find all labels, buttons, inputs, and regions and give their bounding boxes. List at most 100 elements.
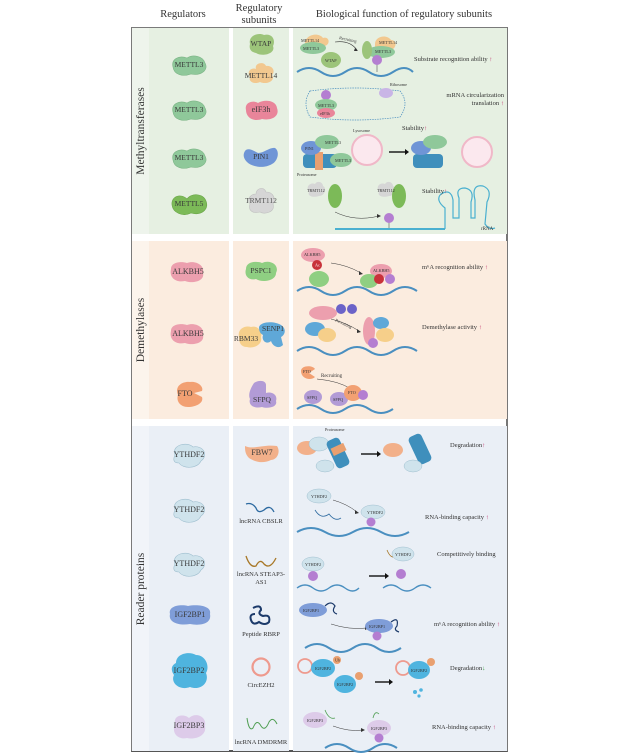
regulator-label: ALKBH5 — [172, 329, 204, 338]
diagram-label: METTL3 — [335, 158, 351, 163]
diagram-label: YTHDF2 — [395, 552, 411, 557]
subunit-label: METTL14 — [244, 71, 278, 80]
subunit-label: FBW7 — [251, 448, 273, 457]
protein-blob-ythdf2 — [173, 498, 205, 523]
diagram-rna-binding-cbslr: YTHDF2 YTHDF2 — [296, 488, 410, 537]
function-text: Degradation↓ — [450, 665, 486, 672]
increase-arrow-icon: ↑ — [492, 724, 496, 731]
header-regulators: Regulators — [160, 9, 206, 20]
protein-blob-mettl3 — [172, 55, 207, 76]
protein-blob-pin1 — [243, 147, 278, 167]
diagram-label: ALKBH5 — [373, 268, 390, 273]
increase-arrow-icon: ↑ — [500, 100, 504, 107]
protein-blob-wtap — [249, 34, 274, 55]
subunits-column — [233, 426, 289, 751]
subunit-label: Peptide RBRP — [242, 631, 280, 638]
increase-arrow-icon: ↑ — [484, 264, 488, 271]
protein-blob-alkbh5 — [170, 262, 204, 283]
diagram-label: SFPQ — [333, 397, 343, 402]
function-text: Competitively binding — [437, 551, 496, 558]
function-text: RNA-binding capacity ↑ — [432, 724, 496, 731]
protein-blob-fto — [177, 381, 203, 407]
diagram-label: Recruiting — [321, 374, 343, 379]
regulator-label: METTL5 — [174, 199, 204, 208]
decrease-arrow-icon: ↓ — [482, 665, 486, 672]
diagram-label: PIN1 — [305, 146, 314, 151]
diagram-label: IGF2BP2 — [337, 682, 353, 687]
diagram-label: METTL3 — [303, 46, 319, 51]
protein-blob-mettl14 — [248, 63, 274, 84]
figure-frame: Methyltransferases METTL3 METTL3 METTL3 … — [131, 27, 508, 753]
section-label-strip: Demethylases — [132, 241, 149, 419]
protein-blob-fbw7 — [245, 445, 279, 463]
subunit-label: PIN1 — [253, 152, 269, 161]
diagram-stability-pin1: Lysosome METTL3 PIN1 METTL3 Proteasome — [297, 128, 493, 177]
subunit-label: eIF3h — [251, 105, 271, 114]
subunit-label: SENP1 — [261, 324, 285, 333]
diagram-label: METTL14 — [379, 40, 398, 45]
subunit-label: RBM33 — [233, 334, 259, 343]
subunit-label: WTAP — [250, 39, 272, 48]
diagram-label: METTL3 — [318, 103, 334, 108]
diagram-stability-trmt112: TRMT112 TRMT112 rRNA — [307, 181, 496, 232]
subunit-label: TRMT112 — [245, 196, 277, 205]
function-text: Demethylase activity ↑ — [422, 324, 482, 331]
protein-blob-ythdf2 — [173, 552, 205, 577]
diagram-label: IGF2BP3 — [307, 718, 323, 723]
regulator-label: IGF2BP3 — [173, 721, 205, 730]
function-text: Stability↑ — [402, 125, 428, 132]
lncrna-dmdrmr-strand-icon — [246, 717, 278, 730]
diagram-label: IGF2BP2 — [411, 668, 427, 673]
protein-blob-trmt112 — [248, 188, 275, 214]
diagram-label: Ribosome — [390, 82, 407, 87]
diagram-label: Ac — [315, 263, 320, 268]
function-text: mRNA circularization translation ↑ — [446, 92, 504, 107]
diagram-label: METTL14 — [301, 38, 320, 43]
diagram-label: YTHDF2 — [305, 562, 321, 567]
section-label: Methyltransferases — [134, 87, 147, 175]
function-text: m⁶A recognition ability ↑ — [434, 621, 500, 628]
diagram-label: YTHDF2 — [311, 494, 327, 499]
diagram-label: SFPQ — [307, 395, 317, 400]
diagram-label: IGF2BP1 — [369, 624, 385, 629]
increase-arrow-icon: ↑ — [482, 442, 486, 449]
circrna-ring-icon — [251, 657, 271, 677]
function-text: m⁶A recognition ability ↑ — [422, 264, 488, 271]
diagram-label: Recruiting — [335, 317, 354, 329]
function-text: RNA-binding capacity ↑ — [425, 514, 489, 521]
diagram-degradation-fbw7: Proteasome — [297, 427, 432, 473]
subunit-label: CircEZH2 — [247, 682, 275, 689]
function-text: Substrate recognition ability ↑ — [414, 56, 493, 63]
increase-arrow-icon: ↑ — [478, 324, 482, 331]
header-regulatory-subunits: Regulatory subunits — [235, 3, 283, 26]
increase-arrow-icon: ↑ — [444, 188, 448, 195]
diagram-competitive-binding: YTHDF2 YTHDF2 — [296, 546, 432, 592]
protein-blob-igf2bp3 — [173, 715, 206, 739]
diagram-demethylase-activity: Recruiting — [296, 304, 418, 356]
regulator-label: FTO — [177, 389, 193, 398]
section-label: Reader proteins — [134, 552, 147, 625]
increase-arrow-icon: ↑ — [424, 125, 428, 132]
subunit-label: lncRNA STEAP3-AS1 — [236, 571, 286, 586]
regulator-label: YTHDF2 — [173, 505, 205, 514]
diagram-label: WTAP — [325, 58, 337, 63]
protein-blob-eif3h — [245, 100, 278, 120]
protein-blob-mettl3 — [172, 100, 207, 121]
regulator-label: METTL3 — [174, 60, 204, 69]
diagram-label: YTHDF2 — [367, 510, 383, 515]
regulator-label: YTHDF2 — [173, 450, 205, 459]
lncrna-steap3-strand-icon — [245, 555, 277, 567]
diagram-label: rRNA — [481, 227, 494, 232]
section-demethylases: Demethylases ALKBH5 ALKBH5 FTO PSPC1 RBM… — [132, 241, 507, 419]
regulator-label: IGF2BP1 — [174, 610, 206, 619]
regulator-label: METTL3 — [174, 153, 204, 162]
diagram-label: eIF3h — [320, 111, 331, 116]
diagram-label: IGF2BP2 — [315, 666, 331, 671]
diagram-substrate-recognition: METTL14 METTL3 Recruiting WTAP METTL14 M… — [296, 34, 414, 77]
regulator-label: ALKBH5 — [172, 267, 204, 276]
regulator-label: YTHDF2 — [173, 559, 205, 568]
diagram-degradation-circezh2: IGF2BP2 Ub IGF2BP2 IGF2BP2 — [297, 656, 435, 698]
diagram-label: Lysosome — [353, 128, 370, 133]
section-methyltransferases: Methyltransferases METTL3 METTL3 METTL3 … — [132, 28, 507, 234]
regulator-label: IGF2BP2 — [173, 666, 205, 675]
